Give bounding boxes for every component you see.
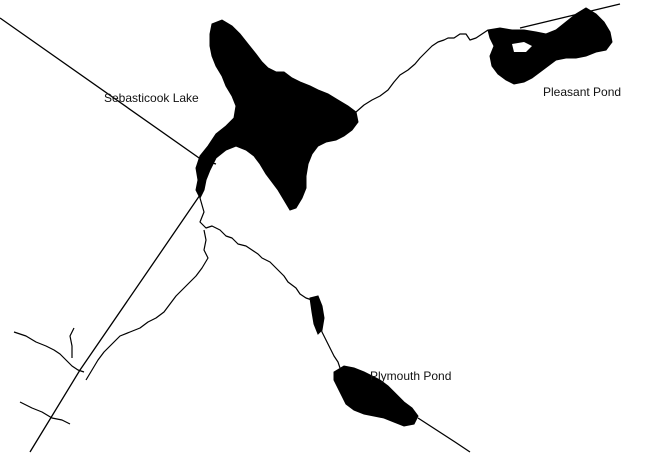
river-south-to-plymouth-pond	[199, 197, 341, 369]
pleasant-pond-water	[487, 7, 613, 85]
river-east-to-pleasant-pond	[355, 29, 489, 113]
river-west	[85, 229, 209, 381]
stream-southwest	[19, 401, 71, 425]
sebasticook-lake-water	[195, 19, 359, 211]
road-line-southeast	[417, 417, 471, 453]
plymouth-pond-water	[333, 365, 419, 427]
label-pleasant-pond: Pleasant Pond	[543, 85, 622, 99]
label-sebasticook-lake: Sebasticook Lake	[104, 91, 199, 105]
stream-west-branch	[69, 327, 75, 358]
road-line-northeast	[519, 3, 621, 29]
label-plymouth-pond: Plymouth Pond	[370, 369, 452, 383]
pleasant-pond-island	[512, 42, 532, 52]
stream-far-west	[13, 331, 85, 373]
road-line-southwest	[29, 194, 201, 453]
river-widening-south	[309, 295, 325, 335]
